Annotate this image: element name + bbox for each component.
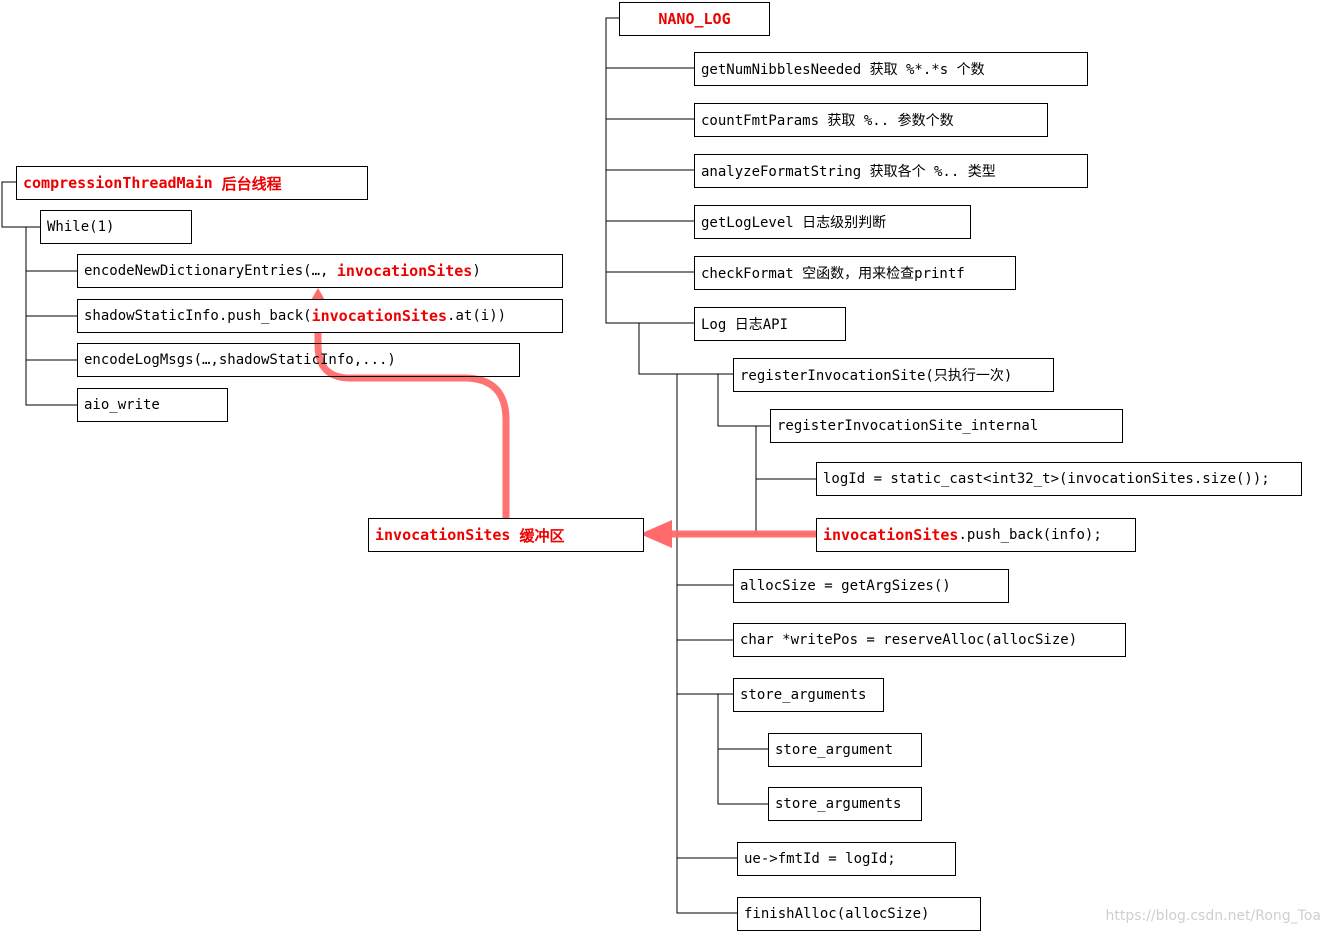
- compression-thread-name: compressionThreadMain: [23, 174, 213, 192]
- log-api-box: Log 日志API: [694, 307, 846, 341]
- store-arguments-label: store_arguments: [740, 687, 867, 703]
- encode-dictionary-box: encodeNewDictionaryEntries(…, invocation…: [77, 254, 563, 288]
- watermark: https://blog.csdn.net/Rong_Toa: [1105, 908, 1322, 924]
- check-format-label: checkFormat 空函数，用来检查printf: [701, 266, 965, 282]
- encode-dictionary-suffix: ): [472, 263, 481, 279]
- alloc-size-box: allocSize = getArgSizes(): [733, 569, 1009, 603]
- write-pos-label: char *writePos = reserveAlloc(allocSize): [740, 632, 1078, 648]
- compression-thread-suffix: 后台线程: [212, 174, 282, 193]
- finish-alloc-label: finishAlloc(allocSize): [744, 906, 930, 922]
- register-internal-label: registerInvocationSite_internal: [777, 418, 1039, 434]
- encode-dictionary-highlight: invocationSites: [336, 262, 473, 280]
- push-back-label: .push_back(info);: [958, 527, 1102, 543]
- analyze-format-string-label: analyzeFormatString 获取各个 %.. 类型: [701, 164, 996, 180]
- count-fmt-params-box: countFmtParams 获取 %.. 参数个数: [694, 103, 1048, 137]
- store-arguments-box: store_arguments: [733, 678, 884, 712]
- check-format-box: checkFormat 空函数，用来检查printf: [694, 256, 1016, 290]
- nano-log-label: NANO_LOG: [658, 10, 731, 28]
- alloc-size-label: allocSize = getArgSizes(): [740, 578, 951, 594]
- aio-write-label: aio_write: [84, 397, 160, 413]
- get-log-level-box: getLogLevel 日志级别判断: [694, 205, 971, 239]
- finish-alloc-box: finishAlloc(allocSize): [737, 897, 981, 931]
- log-id-label: logId = static_cast<int32_t>(invocationS…: [823, 471, 1270, 487]
- get-num-nibbles-box: getNumNibblesNeeded 获取 %*.*s 个数: [694, 52, 1088, 86]
- invocation-sites-buffer-box: invocationSites 缓冲区: [368, 518, 644, 552]
- log-id-box: logId = static_cast<int32_t>(invocationS…: [816, 462, 1302, 496]
- register-invocation-site-label: registerInvocationSite(只执行一次): [740, 368, 1013, 384]
- buffer-name: invocationSites: [375, 526, 511, 544]
- analyze-format-string-box: analyzeFormatString 获取各个 %.. 类型: [694, 154, 1088, 188]
- get-num-nibbles-label: getNumNibblesNeeded 获取 %*.*s 个数: [701, 62, 985, 78]
- register-invocation-site-box: registerInvocationSite(只执行一次): [733, 358, 1054, 392]
- store-argument-child-label: store_argument: [775, 742, 894, 758]
- compression-thread-box: compressionThreadMain 后台线程: [16, 166, 368, 200]
- fmt-id-box: ue->fmtId = logId;: [737, 842, 956, 876]
- fmt-id-label: ue->fmtId = logId;: [744, 851, 896, 867]
- write-pos-box: char *writePos = reserveAlloc(allocSize): [733, 623, 1126, 657]
- store-argument-child-box: store_argument: [768, 733, 922, 767]
- store-arguments-child-label: store_arguments: [775, 796, 902, 812]
- nano-log-box: NANO_LOG: [619, 2, 770, 36]
- push-back-highlight: invocationSites: [823, 526, 959, 544]
- register-internal-box: registerInvocationSite_internal: [770, 409, 1123, 443]
- encode-log-msgs-box: encodeLogMsgs(…,shadowStaticInfo,...): [77, 343, 520, 377]
- get-log-level-label: getLogLevel 日志级别判断: [701, 215, 887, 231]
- while-loop-box: While(1): [40, 210, 192, 244]
- encode-log-msgs-label: encodeLogMsgs(…,shadowStaticInfo,...): [84, 352, 396, 368]
- shadow-static-info-box: shadowStaticInfo.push_back(invocationSit…: [77, 299, 563, 333]
- buffer-to-thread-arrow: [314, 306, 510, 522]
- push-back-box: invocationSites.push_back(info);: [816, 518, 1136, 552]
- shadow-static-info-label: shadowStaticInfo.push_back(: [84, 308, 312, 324]
- while-loop-label: While(1): [47, 219, 115, 235]
- count-fmt-params-label: countFmtParams 获取 %.. 参数个数: [701, 113, 954, 129]
- store-arguments-child-box: store_arguments: [768, 787, 922, 821]
- log-api-label: Log 日志API: [701, 317, 789, 333]
- buffer-suffix: 缓冲区: [510, 526, 565, 545]
- shadow-static-info-suffix: .at(i)): [447, 308, 507, 324]
- shadow-static-info-highlight: invocationSites: [311, 307, 448, 325]
- encode-dictionary-label: encodeNewDictionaryEntries(…,: [84, 263, 337, 279]
- aio-write-box: aio_write: [77, 388, 228, 422]
